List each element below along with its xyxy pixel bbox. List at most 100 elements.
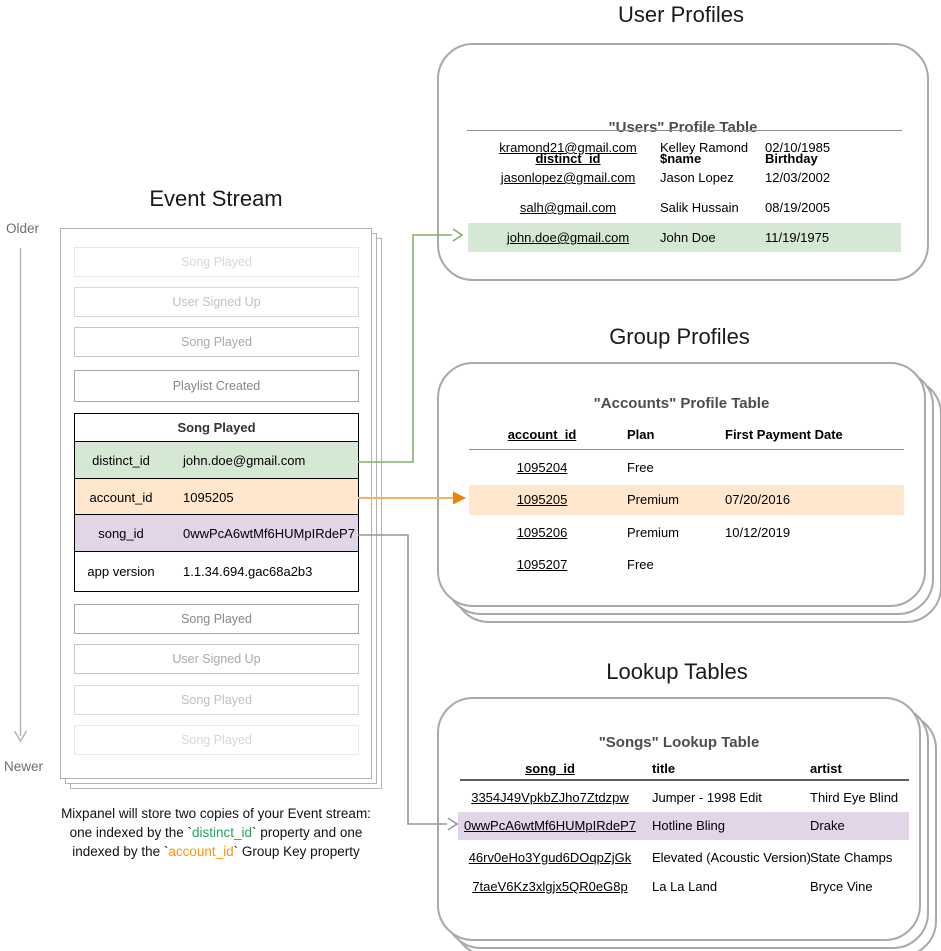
column-header-first-payment-date: First Payment Date	[725, 427, 843, 442]
cell-distinct-id: salh@gmail.com	[519, 200, 617, 215]
user-profiles-card: "Users" Profile Table distinct_id $name …	[437, 43, 929, 281]
event-box-song-played: Song Played	[74, 725, 359, 755]
caption-text: indexed by the `	[72, 844, 169, 859]
cell-artist: Bryce Vine	[810, 879, 873, 894]
cell-account-id: 1095204	[516, 460, 568, 475]
event-box-playlist-created: Playlist Created	[74, 370, 359, 402]
expanded-event-title: Song Played	[74, 413, 359, 442]
cell-plan: Premium	[627, 492, 680, 507]
cell-song-id: 0wwPcA6wtMf6HUMpIRdeP7	[464, 818, 636, 833]
caption-line-1: Mixpanel will store two copies of your E…	[61, 806, 371, 821]
diagram-caption: Mixpanel will store two copies of your E…	[38, 804, 394, 861]
event-stream-title: Event Stream	[149, 186, 283, 211]
table-row: jasonlopez@gmail.com Jason Lopez 12/03/2…	[468, 163, 901, 192]
cell-distinct-id: john.doe@gmail.com	[506, 230, 630, 245]
event-box-song-played: Song Played	[74, 327, 359, 357]
event-stream-container: Song Played User Signed Up Song Played P…	[60, 228, 372, 779]
table-row-highlighted-purple: 0wwPcA6wtMf6HUMpIRdeP7 Hotline Bling Dra…	[458, 812, 909, 840]
property-value: 0wwPcA6wtMf6HUMpIRdeP7	[183, 526, 355, 541]
event-property-row-account-id: account_id 1095205	[74, 478, 359, 517]
cell-song-id: 46rv0eHo3Ygud6DOqpZjGk	[468, 850, 632, 865]
column-header-birthday: Birthday	[765, 151, 818, 166]
songs-table-header-row: song_id title artist	[458, 754, 909, 783]
event-box-song-played: Song Played	[74, 604, 359, 634]
cell-birthday: 12/03/2002	[765, 170, 831, 185]
property-key: song_id	[98, 526, 144, 541]
table-row: 1095204 Free	[469, 453, 904, 482]
caption-text: ` Group Key property	[233, 844, 360, 859]
column-header-account-id: account_id	[507, 427, 577, 442]
user-profiles-title: User Profiles	[618, 2, 744, 27]
cell-distinct-id: kramond21@gmail.com	[499, 140, 637, 155]
accounts-table-header-rule	[469, 449, 904, 450]
accounts-table-header-row: account_id Plan First Payment Date	[469, 420, 904, 449]
column-header-distinct-id: distinct_id	[535, 151, 601, 166]
accounts-table-title: "Accounts" Profile Table	[593, 395, 770, 412]
cell-birthday: 11/19/1975	[765, 230, 830, 245]
table-row: 3354J49VpkbZJho7Ztdzpw Jumper - 1998 Edi…	[458, 783, 909, 812]
caption-line-3: indexed by the `account_id` Group Key pr…	[38, 842, 394, 861]
cell-account-id: 1095207	[516, 557, 568, 572]
timeline-arrow	[13, 248, 28, 743]
column-header-song-id: song_id	[525, 761, 575, 776]
timeline-newer-label: Newer	[4, 759, 44, 774]
table-row-highlighted-orange: 1095205 Premium 07/20/2016	[469, 485, 904, 515]
cell-title: Elevated (Acoustic Version)	[652, 850, 811, 865]
distinct-id-code: distinct_id	[191, 825, 253, 840]
cell-plan: Free	[627, 460, 654, 475]
cell-artist: State Champs	[810, 850, 893, 865]
property-key: distinct_id	[92, 453, 150, 468]
songs-table-title: "Songs" Lookup Table	[598, 734, 760, 751]
cell-birthday: 02/10/1985	[765, 140, 831, 155]
table-row: 1095206 Premium 10/12/2019	[469, 518, 904, 547]
property-key: account_id	[89, 489, 153, 505]
users-table-header-rule	[467, 130, 902, 131]
cell-name: Jason Lopez	[660, 170, 734, 185]
caption-line-2: one indexed by the `distinct_id` propert…	[38, 823, 394, 842]
songs-table-header-rule	[460, 779, 909, 781]
cell-title: Hotline Bling	[652, 818, 725, 833]
cell-artist: Third Eye Blind	[810, 790, 899, 805]
cell-first-payment-date: 10/12/2019	[725, 525, 791, 540]
cell-song-id: 3354J49VpkbZJho7Ztdzpw	[471, 790, 629, 805]
cell-account-id: 1095205	[516, 492, 568, 507]
cell-name: Kelley Ramond	[660, 140, 749, 155]
cell-song-id: 7taeV6Kz3xlgjx5QR0eG8p	[472, 879, 628, 894]
event-box-song-played: Song Played	[74, 247, 359, 277]
timeline-older-label: Older	[6, 221, 40, 236]
users-table-title: "Users" Profile Table	[608, 119, 758, 136]
table-row: 46rv0eHo3Ygud6DOqpZjGk Elevated (Acousti…	[458, 843, 909, 872]
property-value: 1.1.34.694.gac68a2b3	[183, 563, 313, 579]
table-row: kramond21@gmail.com Kelley Ramond 02/10/…	[468, 133, 901, 162]
cell-plan: Premium	[627, 525, 680, 540]
cell-title: Jumper - 1998 Edit	[652, 790, 762, 805]
caption-text: one indexed by the `	[69, 825, 192, 840]
event-property-row-app-version: app version 1.1.34.694.gac68a2b3	[74, 551, 359, 592]
group-profiles-card: "Accounts" Profile Table account_id Plan…	[437, 362, 926, 607]
event-property-row-distinct-id: distinct_id john.doe@gmail.com	[74, 441, 359, 481]
cell-distinct-id: jasonlopez@gmail.com	[500, 170, 636, 185]
property-value: john.doe@gmail.com	[183, 453, 306, 468]
event-property-row-song-id: song_id 0wwPcA6wtMf6HUMpIRdeP7	[74, 514, 359, 554]
cell-name: John Doe	[660, 230, 716, 245]
cell-artist: Drake	[810, 818, 845, 833]
caption-text: ` property and one	[252, 825, 363, 840]
lookup-tables-title: Lookup Tables	[606, 659, 748, 684]
column-header-title: title	[652, 761, 676, 776]
table-row: 7taeV6Kz3xlgjx5QR0eG8p La La Land Bryce …	[458, 872, 909, 901]
event-box-user-signed-up: User Signed Up	[74, 287, 359, 317]
cell-first-payment-date: 07/20/2016	[725, 492, 791, 507]
column-header-plan: Plan	[627, 427, 655, 442]
table-row: 1095207 Free	[469, 550, 904, 579]
event-box-song-played: Song Played	[74, 685, 359, 715]
property-key: app version	[87, 563, 155, 579]
property-value: 1095205	[183, 489, 234, 505]
lookup-tables-card: "Songs" Lookup Table song_id title artis…	[437, 697, 921, 941]
cell-title: La La Land	[652, 879, 718, 894]
cell-name: Salik Hussain	[660, 200, 739, 215]
group-profiles-title: Group Profiles	[609, 324, 750, 349]
account-id-code: account_id	[168, 844, 234, 859]
event-box-user-signed-up: User Signed Up	[74, 644, 359, 674]
column-header-name: $name	[660, 151, 702, 166]
